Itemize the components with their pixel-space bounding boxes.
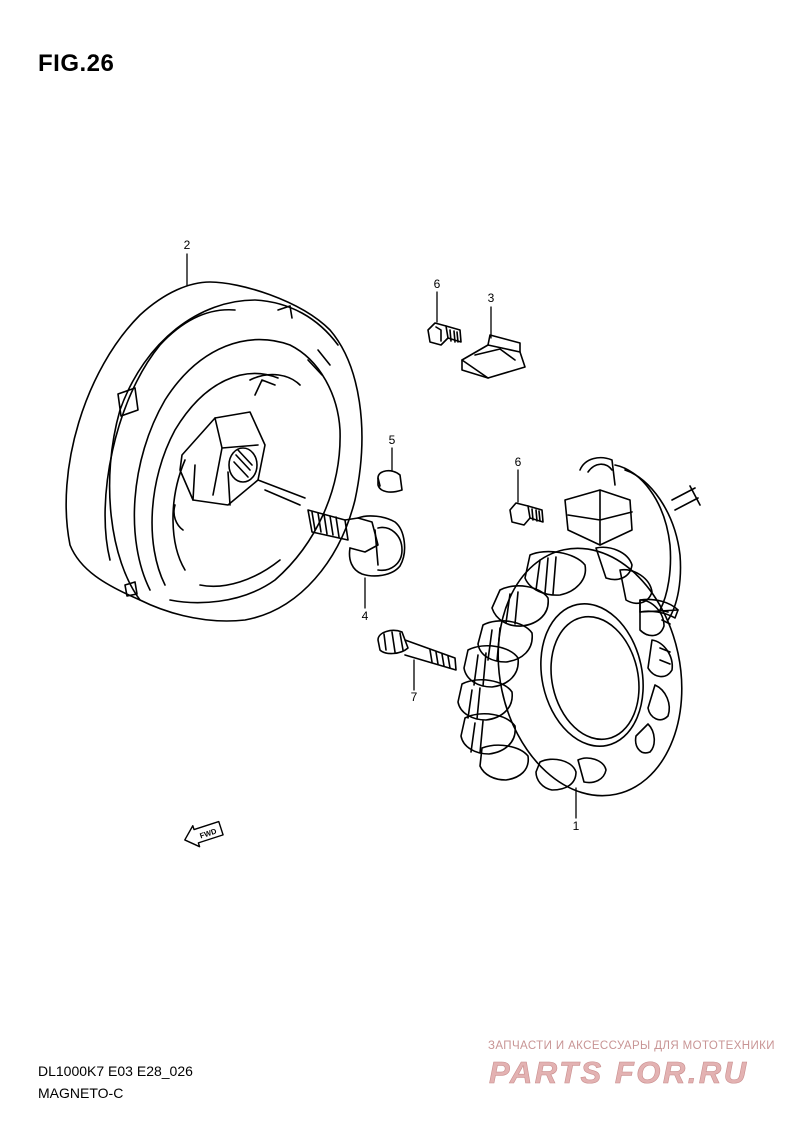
leader-lines — [186, 253, 577, 819]
screw-upper-part — [427, 322, 462, 346]
callout-2: 2 — [184, 238, 191, 252]
fwd-label: FWD — [199, 826, 219, 840]
bracket-part — [461, 334, 526, 379]
callout-1: 1 — [573, 819, 580, 833]
stator-bolt-part — [377, 629, 457, 671]
figure-title: FIG.26 — [38, 50, 115, 77]
callout-7: 7 — [411, 690, 418, 704]
screw-lower-part — [509, 502, 544, 526]
watermark-logo: PARTS FOR.RU — [489, 1055, 749, 1091]
diagram-code: DL1000K7 E03 E28_026 — [38, 1063, 193, 1079]
diagram-name: MAGNETO-C — [38, 1085, 124, 1101]
stator-part — [457, 456, 701, 797]
fwd-arrow-icon — [184, 820, 224, 848]
callout-6-lower: 6 — [515, 455, 522, 469]
key-part — [377, 469, 403, 493]
watermark-logo-text: PARTS FOR.RU — [489, 1055, 749, 1090]
rotor-part — [65, 281, 363, 622]
watermark-tagline: ЗАПЧАСТИ И АКСЕССУАРЫ ДЛЯ МОТОТЕХНИКИ — [488, 1040, 775, 1052]
rotor-bolt-part — [307, 509, 406, 577]
callout-5: 5 — [389, 433, 396, 447]
callout-6-upper: 6 — [434, 277, 441, 291]
callout-3: 3 — [488, 291, 495, 305]
callout-4: 4 — [362, 609, 369, 623]
